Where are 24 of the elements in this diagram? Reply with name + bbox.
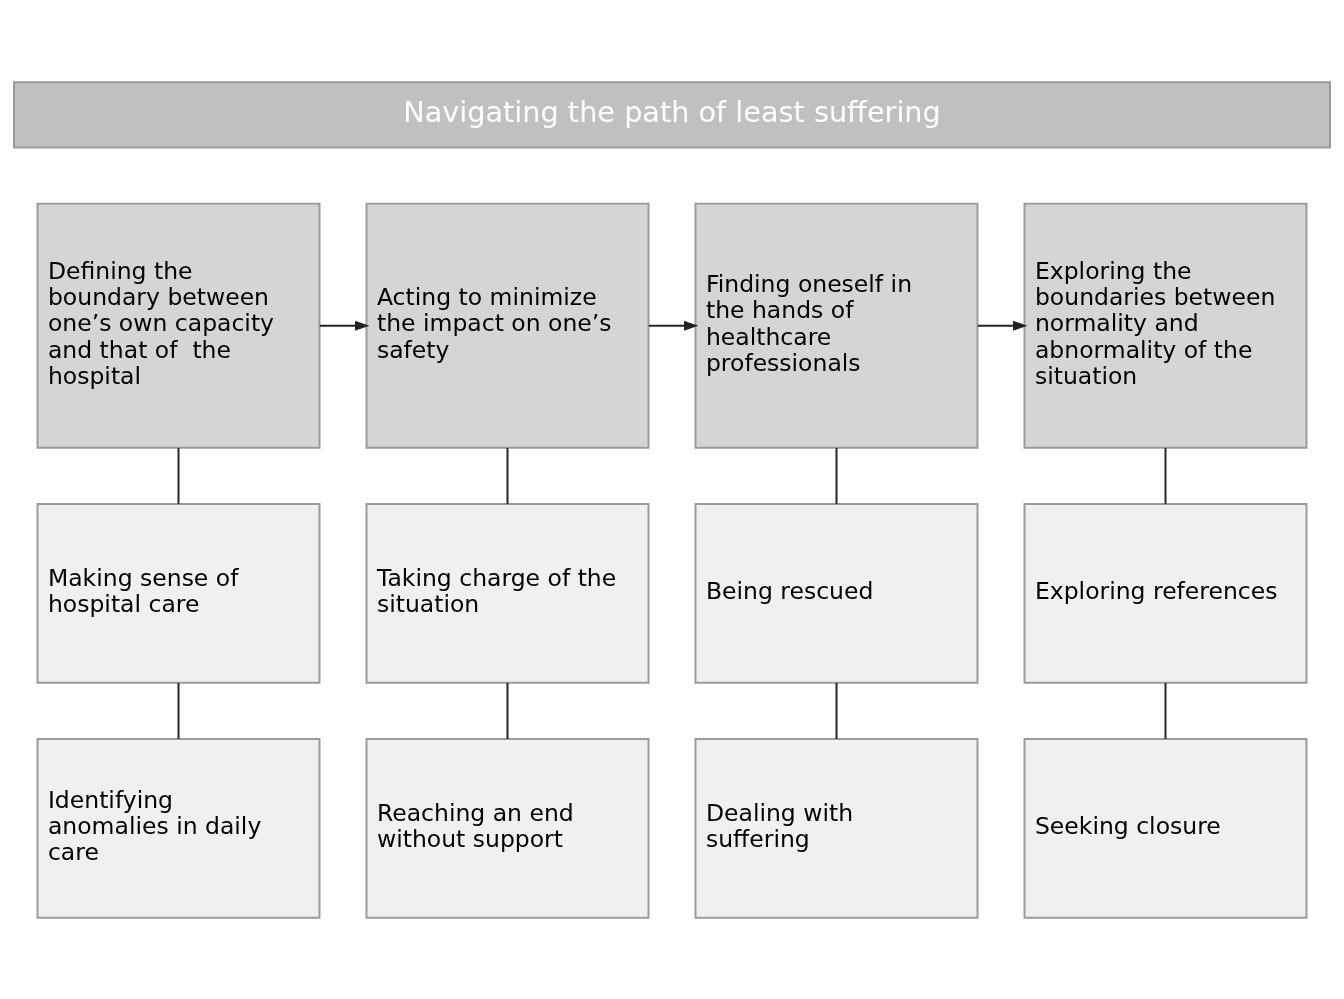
node-box: Defining the boundary between one’s own capacity and that of the hospital bbox=[36, 202, 321, 449]
node-box: Seeking closure bbox=[1023, 737, 1308, 919]
connector bbox=[506, 446, 509, 505]
arrow bbox=[976, 320, 1028, 331]
node-box: Being rescued bbox=[694, 502, 979, 684]
node-box: Identifying anomalies in daily care bbox=[36, 737, 321, 919]
connector bbox=[835, 446, 838, 505]
node-box: Making sense of hospital care bbox=[36, 502, 321, 684]
connector bbox=[1164, 681, 1167, 740]
node-box: Navigating the path of least suffering bbox=[13, 80, 1331, 148]
node-box: Dealing with suffering bbox=[694, 737, 979, 919]
node-box: Acting to minimize the impact on one’s safety bbox=[365, 202, 650, 449]
node-box: Finding oneself in the hands of healthcare professionals bbox=[694, 202, 979, 449]
connector bbox=[177, 681, 180, 740]
connector bbox=[506, 681, 509, 740]
connector bbox=[835, 681, 838, 740]
connector bbox=[177, 446, 180, 505]
arrow bbox=[318, 320, 370, 331]
node-box: Reaching an end without support bbox=[365, 737, 650, 919]
arrow bbox=[647, 320, 699, 331]
connector bbox=[1164, 446, 1167, 505]
node-box: Exploring references bbox=[1023, 502, 1308, 684]
node-box: Exploring the boundaries between normality and abnormality of the situation bbox=[1023, 202, 1308, 449]
node-box: Taking charge of the situation bbox=[365, 502, 650, 684]
